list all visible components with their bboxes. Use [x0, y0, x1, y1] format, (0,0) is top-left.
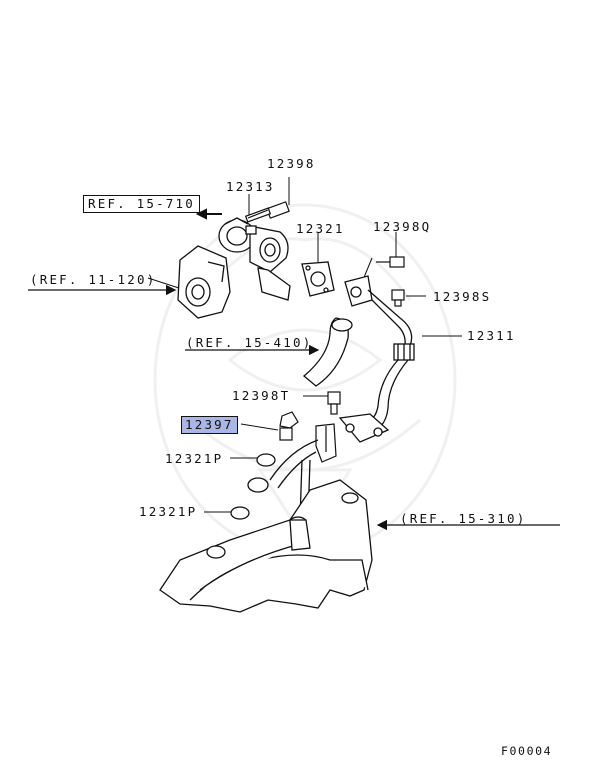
pipe-flange — [247, 477, 269, 493]
figure-code: F00004 — [501, 744, 553, 758]
part-label-12398Q[interactable]: 12398Q — [373, 219, 432, 234]
part-label-12321P-upper[interactable]: 12321P — [165, 451, 224, 466]
part-label-12321P-lower[interactable]: 12321P — [139, 504, 198, 519]
part-label-12397-highlighted[interactable]: 12397 — [181, 416, 238, 434]
part-label-12321[interactable]: 12321 — [296, 221, 345, 236]
reference-arrows — [28, 284, 560, 531]
egr-pipe-12311 — [338, 275, 415, 443]
gasket-12321P-lower — [230, 506, 250, 520]
ref-11-120-link[interactable]: (REF. 11-120) — [30, 272, 157, 287]
egr-valve-12313 — [218, 217, 291, 301]
union-bolt-12397 — [279, 411, 337, 463]
gasket-12321 — [301, 261, 335, 297]
bolt-12398S — [391, 289, 405, 307]
part-label-12398S[interactable]: 12398S — [433, 289, 492, 304]
exhaust-manifold — [159, 479, 373, 613]
hose-15-410 — [302, 317, 353, 387]
intake-part — [177, 245, 231, 319]
ref-15-410-link[interactable]: (REF. 15-410) — [186, 335, 313, 350]
part-label-12311[interactable]: 12311 — [467, 328, 516, 343]
part-label-12398T[interactable]: 12398T — [232, 388, 291, 403]
ref-15-710-arrow — [195, 208, 222, 220]
bolt-12398 — [244, 201, 290, 223]
gasket-12321P-upper — [256, 453, 276, 467]
part-label-12313[interactable]: 12313 — [226, 179, 275, 194]
part-label-12398[interactable]: 12398 — [267, 156, 316, 171]
ref-15-710-link[interactable]: REF. 15-710 — [83, 195, 200, 213]
bolt-12398T — [327, 391, 341, 415]
ref-15-310-link[interactable]: (REF. 15-310) — [400, 511, 527, 526]
bolt-12398Q — [376, 256, 405, 268]
